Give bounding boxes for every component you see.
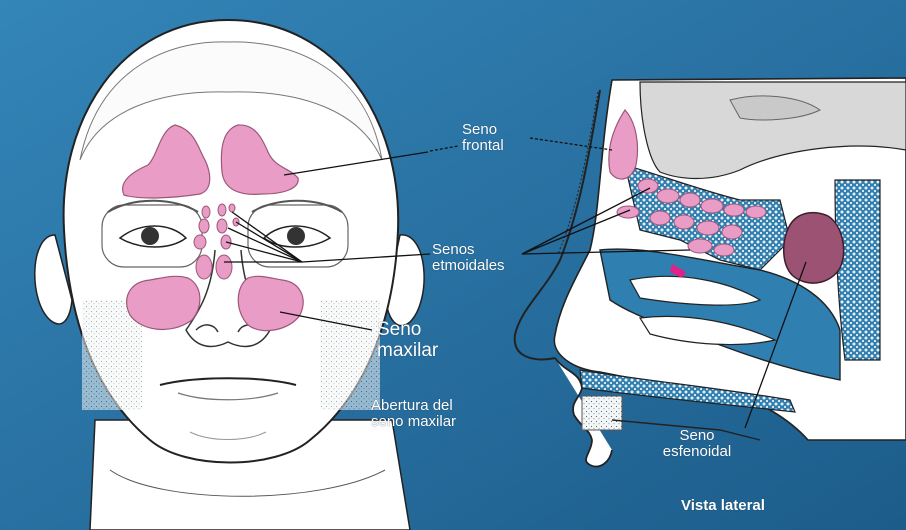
label-seno-esfenoidal: Seno esfenoidal (642, 428, 752, 460)
label-seno-frontal-line2: frontal (462, 138, 504, 154)
label-abertura-line2: seno maxilar (371, 414, 456, 430)
label-seno-maxilar-line1: Seno (377, 320, 438, 341)
label-senos-etmoidales: Senos etmoidales (432, 242, 505, 274)
label-senos-etmoidales-line2: etmoidales (432, 258, 505, 274)
label-abertura-line1: Abertura del (371, 398, 456, 414)
label-seno-maxilar: Seno maxilar (377, 320, 438, 361)
label-seno-frontal: Seno frontal (462, 122, 504, 154)
lateral-sphenoid-sinus (784, 213, 844, 283)
label-senos-etmoidales-line1: Senos (432, 242, 505, 258)
label-seno-esfenoidal-line2: esfenoidal (642, 444, 752, 460)
label-seno-esfenoidal-line1: Seno (642, 428, 752, 444)
label-vista-lateral: Vista lateral (681, 498, 765, 514)
label-abertura-seno-maxilar: Abertura del seno maxilar (371, 398, 456, 430)
label-seno-frontal-line1: Seno (462, 122, 504, 138)
label-seno-maxilar-line2: maxilar (377, 341, 438, 362)
